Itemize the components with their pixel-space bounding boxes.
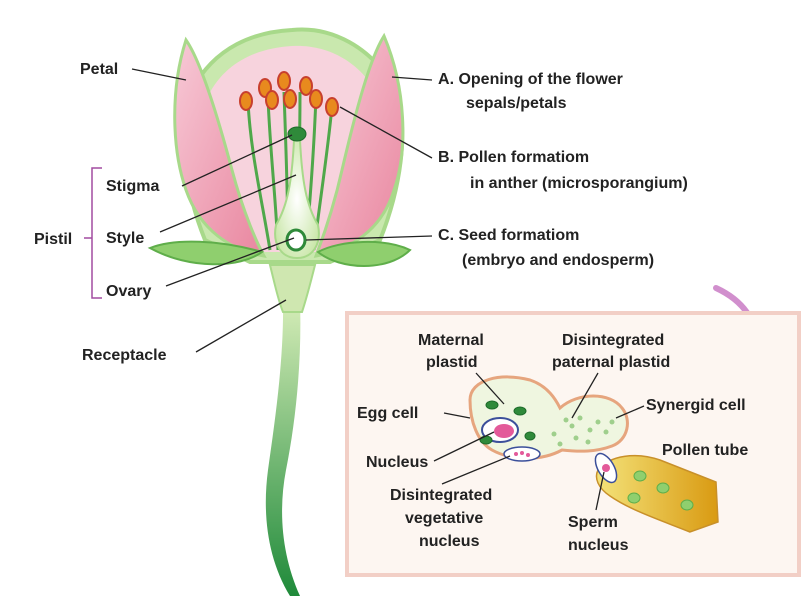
label-nucleus: Nucleus bbox=[366, 454, 428, 471]
label-veg-nucleus-3: nucleus bbox=[419, 533, 480, 550]
sperm-nucleus bbox=[602, 464, 610, 472]
label-ovary: Ovary bbox=[106, 283, 151, 300]
label-sperm-1: Sperm bbox=[568, 514, 618, 531]
label-veg-nucleus-2: vegetative bbox=[405, 510, 483, 527]
pistil-bracket bbox=[84, 168, 102, 298]
label-paternal-1: Disintegrated bbox=[562, 332, 664, 349]
label-petal: Petal bbox=[80, 61, 118, 78]
label-maternal-plastid-2: plastid bbox=[426, 354, 478, 371]
egg-nucleolus bbox=[494, 424, 514, 438]
step-a-line2: sepals/petals bbox=[466, 95, 567, 112]
inset-panel: Maternal plastid Disintegrated paternal … bbox=[347, 313, 799, 575]
step-b-line2: in anther (microsporangium) bbox=[470, 175, 688, 192]
label-receptacle: Receptacle bbox=[82, 347, 167, 364]
stigma bbox=[288, 127, 306, 141]
label-pollen-tube: Pollen tube bbox=[662, 442, 748, 459]
label-stigma: Stigma bbox=[106, 178, 159, 195]
label-sperm-2: nucleus bbox=[568, 537, 629, 554]
label-style: Style bbox=[106, 230, 144, 247]
step-c-line2: (embryo and endosperm) bbox=[462, 252, 654, 269]
step-c-line1: C. Seed formatiom bbox=[438, 227, 579, 244]
label-synergid-cell: Synergid cell bbox=[646, 397, 746, 414]
leader-receptacle bbox=[196, 300, 286, 352]
stem bbox=[266, 300, 301, 596]
label-veg-nucleus-1: Disintegrated bbox=[390, 487, 492, 504]
label-pistil: Pistil bbox=[34, 231, 72, 248]
label-paternal-2: paternal plastid bbox=[552, 354, 670, 371]
label-egg-cell: Egg cell bbox=[357, 405, 418, 422]
step-a-line1: A. Opening of the flower bbox=[438, 71, 623, 88]
step-b-line1: B. Pollen formatiom bbox=[438, 149, 589, 166]
label-maternal-plastid-1: Maternal bbox=[418, 332, 484, 349]
